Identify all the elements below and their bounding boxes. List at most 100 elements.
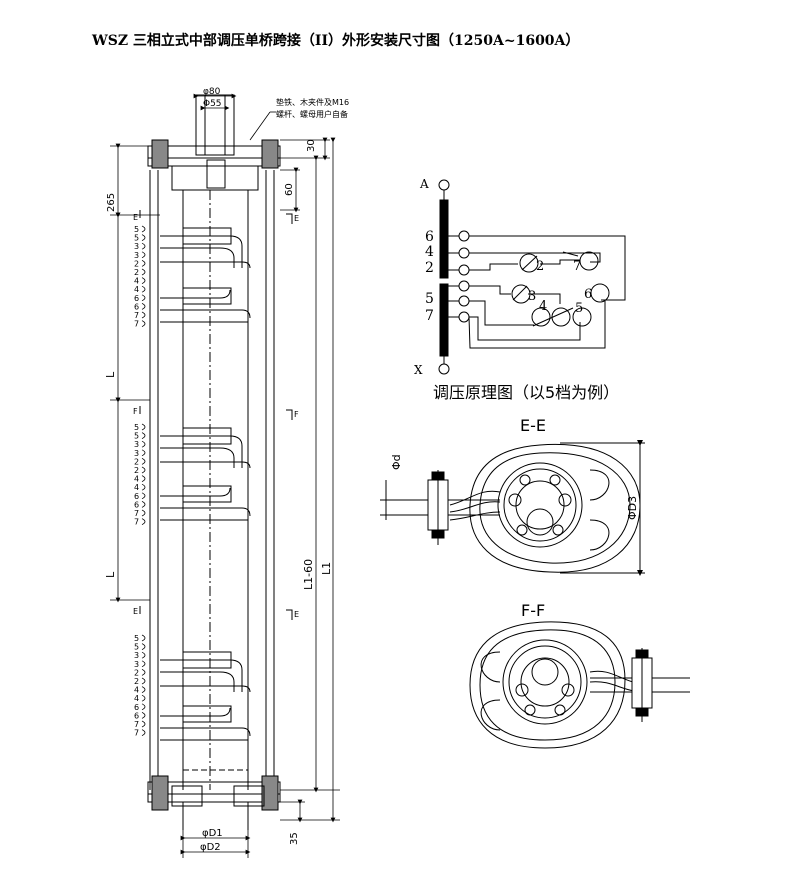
tap-label: 2 [134,668,139,677]
tap-label: 4 [134,285,139,294]
schematic-caption: 调压原理图（以5档为例） [433,383,619,402]
tap-groups [160,227,251,741]
coil-mark [141,518,146,525]
dim-L1-60: L1-60 [302,559,315,590]
tap-group-2 [160,427,251,521]
terminal-A-circle [438,179,450,191]
coil-mark [141,458,146,465]
tap-label: 7 [134,518,139,527]
contact-number-3: 3 [528,289,536,304]
shaft-coupling [206,159,226,189]
dim-phi80: φ80 [203,87,221,97]
note-line-2: 螺杆、螺母用户自备 [276,109,348,119]
regulation-schematic [438,179,626,375]
dimension-lines [110,93,340,858]
terminal-X-circle [438,363,450,375]
dim-L-upper: L [104,371,117,378]
dim-265: 265 [106,193,117,212]
section-FF-title: F-F [521,601,545,620]
contact-number-6: 6 [584,287,592,302]
section-mark-F-left: F [133,407,138,416]
tap-label: 2 [134,259,139,268]
dim-60: 60 [284,183,295,196]
contact-number-4: 4 [539,299,547,314]
tap-label: 7 [134,311,139,320]
tap-label: 3 [134,449,139,458]
dim-phi55: Φ55 [203,99,222,109]
coil-mark [141,449,146,457]
coil-mark [141,432,146,439]
dim-30: 30 [306,139,317,152]
coil-mark [141,729,146,736]
coil-mark [141,475,146,482]
contact-2 [519,253,539,273]
coil-mark [141,466,146,474]
coil-mark [141,260,146,267]
coil-mark [141,492,146,500]
winding-lower [439,283,449,357]
section-cut-marks [139,210,293,620]
tap-label: 2 [134,457,139,466]
contact-6 [590,283,610,303]
coil-mark [141,320,146,327]
tap-label: 7 [134,729,139,738]
tap-label: 6 [134,711,139,720]
coil-mark [141,277,146,284]
tap-label: 5 [134,643,139,652]
coil-mark [141,303,146,310]
contact-5 [572,307,592,327]
drawing-title: WSZ 三相立式中部调压单桥跨接（II）外形安装尺寸图（1250A~1600A） [92,33,580,49]
tap-label: 2 [134,677,139,686]
contact-3 [511,284,531,304]
schematic-tap-number: 4 [425,244,434,260]
coil-mark [141,643,146,650]
tap-label: 3 [134,242,139,251]
section-mark-E-right-bottom: E [294,610,299,619]
coil-mark [141,242,146,250]
tap-label: 2 [134,466,139,475]
coil-mark [141,294,146,302]
tap-label: 5 [134,634,139,643]
tap-label: 4 [134,277,139,286]
tap-label: 3 [134,440,139,449]
section-mark-F-right: F [294,410,299,419]
coil-mark [141,669,146,676]
coil-mark [141,311,146,319]
tap-group-3 [160,651,251,741]
schematic-tap-number: 2 [425,260,434,276]
coil-mark [141,483,146,491]
winding-upper [439,199,449,279]
section-FF-drawing [469,621,690,749]
switch-elevation [147,94,281,830]
tap-label: 7 [134,320,139,329]
coil-mark [141,703,146,711]
tap-coil-marks [141,225,146,736]
coil-mark [141,501,146,508]
section-EE-drawing [380,440,645,576]
section-mark-E-bottom: E [133,607,138,616]
tap-group-1 [160,227,251,323]
tap-label: 3 [134,651,139,660]
tap-label: 6 [134,492,139,501]
coil-mark [141,660,146,668]
tap-label: 5 [134,234,139,243]
section-EE-title: E-E [520,416,546,435]
tap-label: 6 [134,500,139,509]
dim-phiD2: φD2 [200,842,221,853]
tap-label: 6 [134,294,139,303]
contact-number-7: 7 [573,259,581,274]
tap-label: 4 [134,475,139,484]
tap-label: 4 [134,694,139,703]
tap-label: 3 [134,660,139,669]
dim-L1: L1 [320,562,333,575]
tap-label: 5 [134,423,139,432]
tap-label: 3 [134,251,139,260]
tap-label: 7 [134,509,139,518]
dim-phi-D3: ΦD3 [626,496,639,520]
coil-mark [141,423,146,431]
tap-label: 6 [134,302,139,311]
section-mark-E-top: E [133,213,138,222]
